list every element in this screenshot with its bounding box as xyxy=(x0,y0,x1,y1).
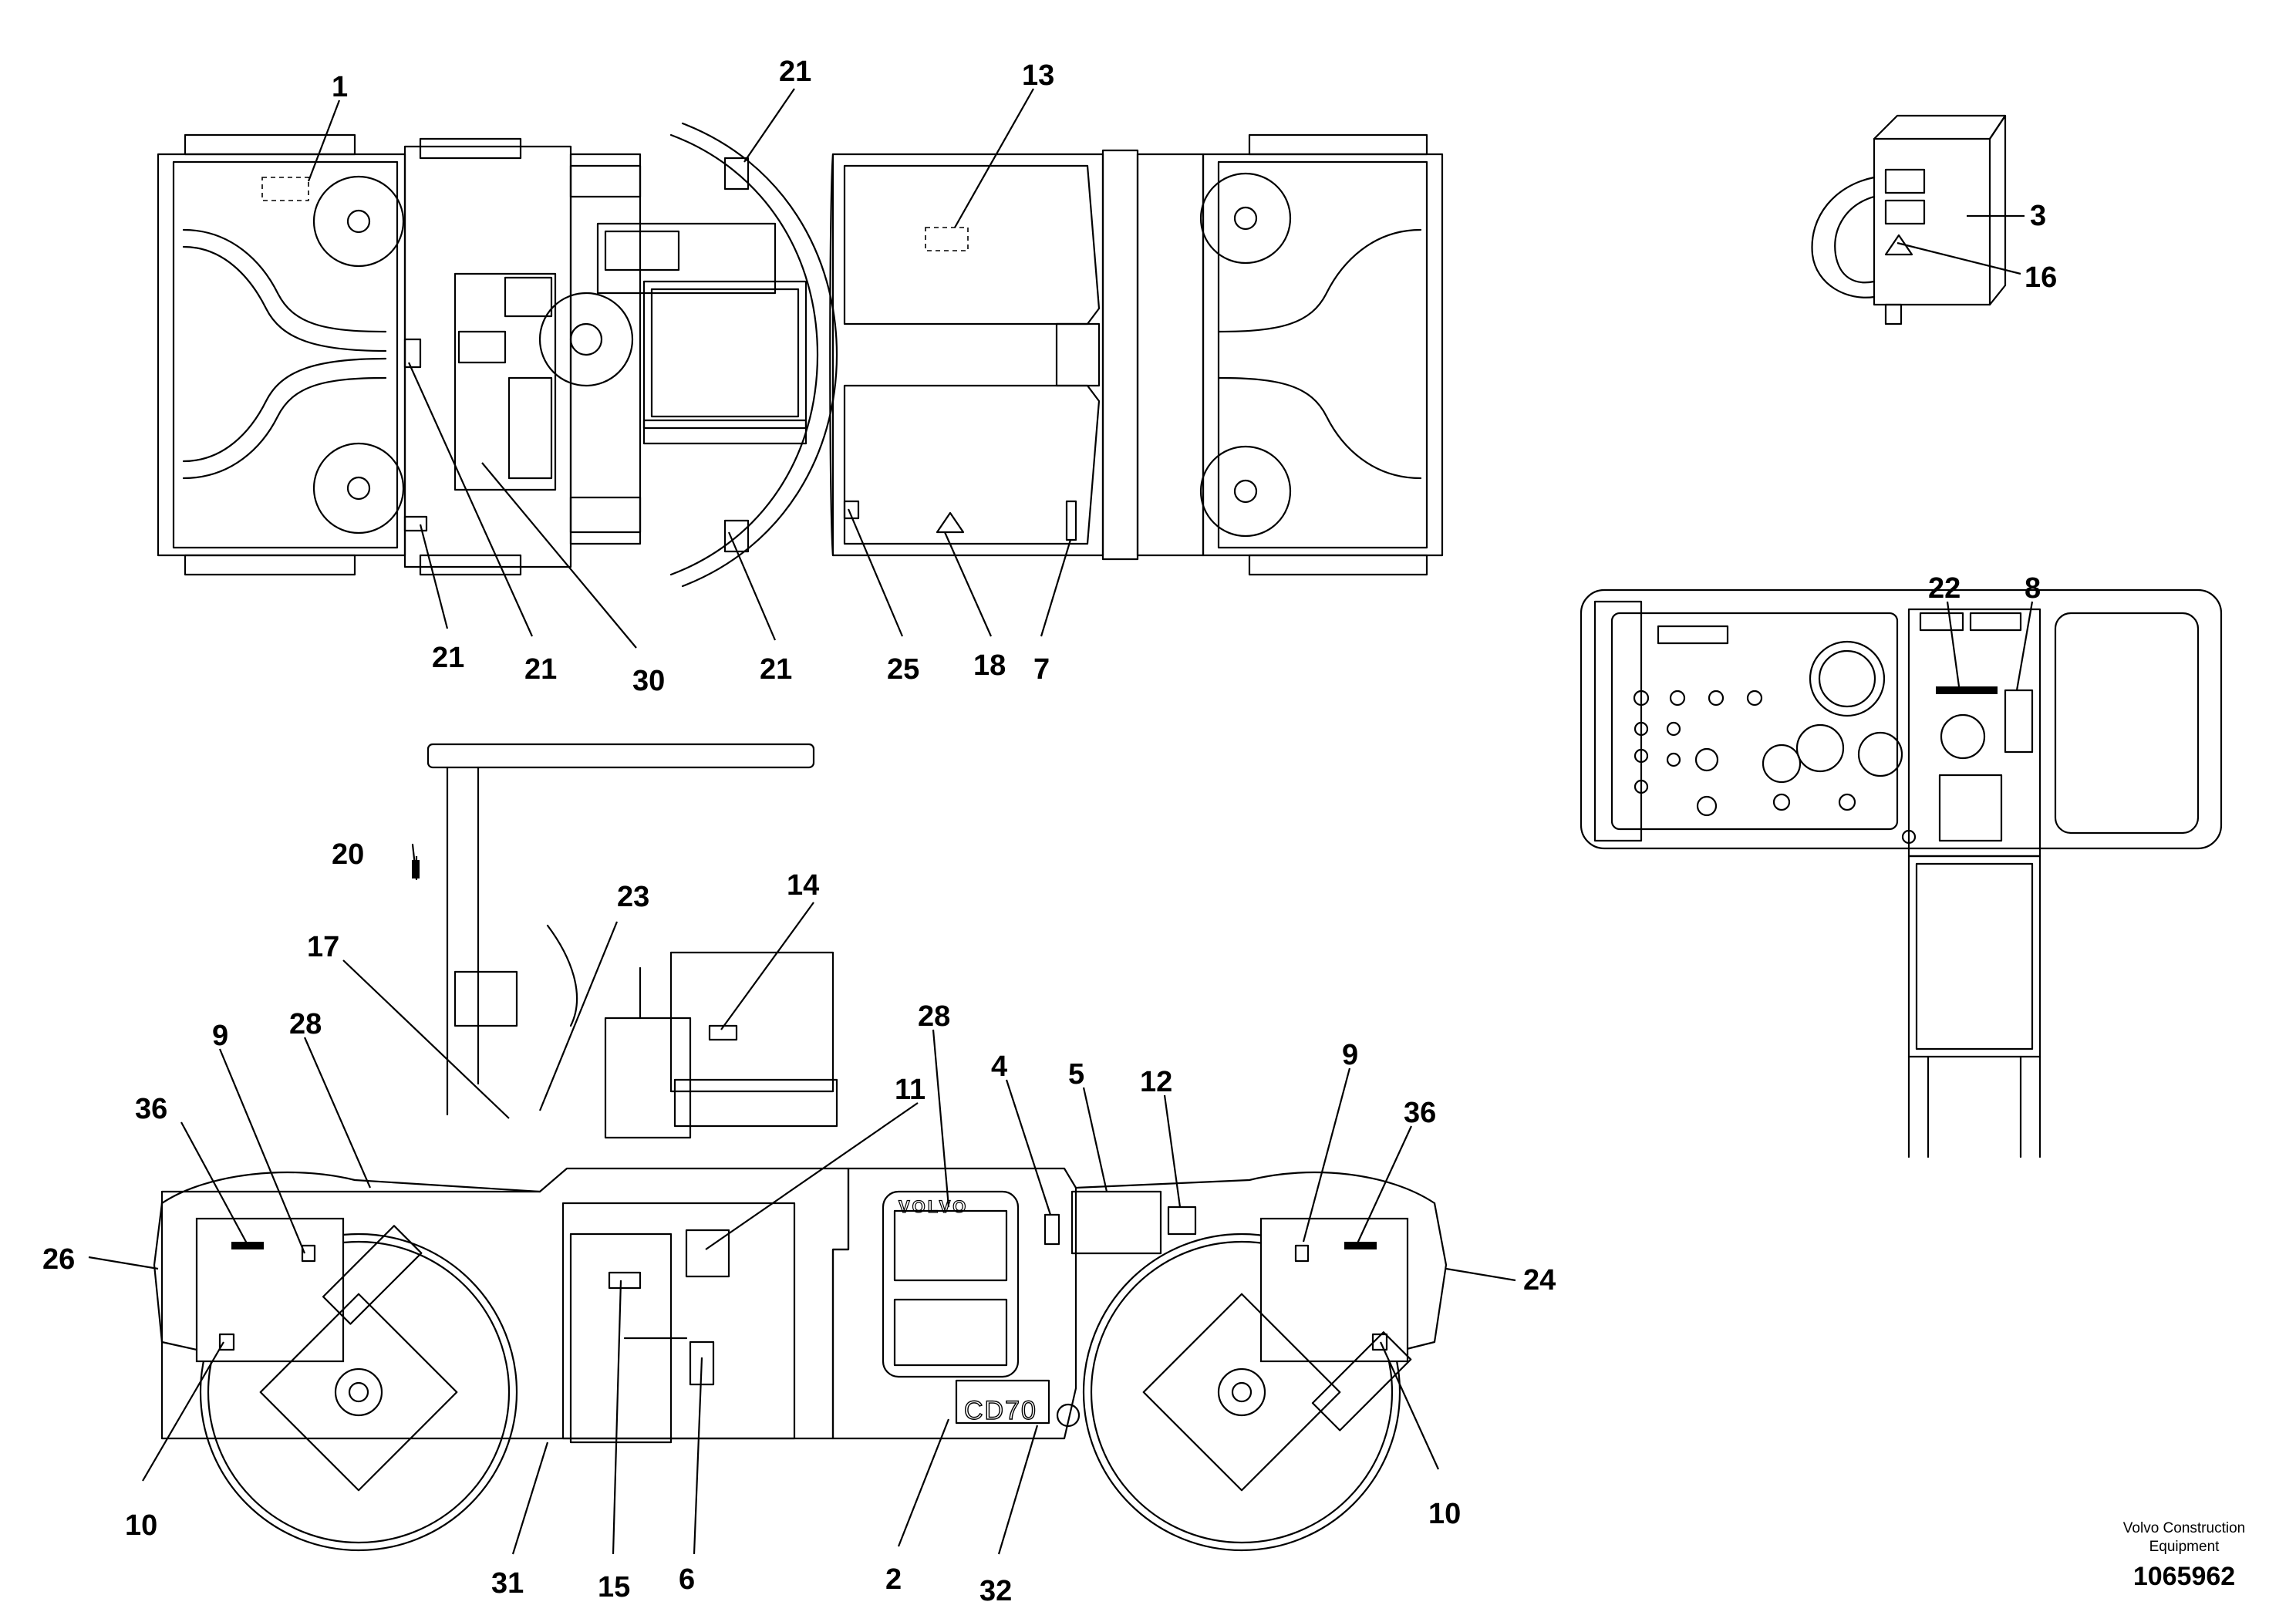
callout-label: 21 xyxy=(432,642,464,674)
callout-label: 13 xyxy=(1022,59,1054,92)
battery-box-detail xyxy=(1811,114,2007,325)
callout-label: 3 xyxy=(2030,200,2046,232)
machine-model-text: CD70 xyxy=(964,1396,1037,1425)
callout-label: 21 xyxy=(779,56,811,88)
callout-label: 28 xyxy=(918,1000,950,1033)
callout-label: 10 xyxy=(125,1509,157,1542)
callout-label: 18 xyxy=(973,649,1006,682)
credit-line-1: Volvo Construction xyxy=(2123,1520,2245,1536)
callout-label: 21 xyxy=(524,653,557,686)
callout-label: 28 xyxy=(289,1008,322,1040)
machine-brand-text: VOLVO xyxy=(899,1197,968,1216)
callout-label: 20 xyxy=(332,838,364,871)
callout-label: 16 xyxy=(2025,261,2057,294)
callout-label: 12 xyxy=(1140,1066,1172,1098)
callout-label: 15 xyxy=(598,1571,630,1603)
callout-label: 32 xyxy=(979,1575,1012,1607)
callout-label: 31 xyxy=(491,1567,524,1600)
callout-label: 24 xyxy=(1523,1264,1556,1297)
callout-label: 11 xyxy=(895,1074,925,1106)
callout-label: 4 xyxy=(991,1050,1007,1083)
top-view xyxy=(157,122,1444,588)
callout-label: 9 xyxy=(1342,1039,1358,1071)
callout-label: 17 xyxy=(307,931,339,963)
callout-label: 1 xyxy=(332,71,348,103)
callout-label: 36 xyxy=(135,1093,167,1125)
callout-label: 21 xyxy=(760,653,792,686)
document-number: 1065962 xyxy=(2133,1562,2235,1591)
callout-label: 30 xyxy=(632,665,665,697)
callout-label: 23 xyxy=(617,881,649,913)
callout-label: 26 xyxy=(42,1243,75,1276)
callout-label: 8 xyxy=(2025,572,2041,605)
callout-label: 22 xyxy=(1928,572,1961,605)
title-block: Volvo Construction Equipment 1065962 xyxy=(2123,1520,2245,1591)
callouts: 1 21 13 3 16 21 21 30 21 25 18 7 22 8 20… xyxy=(42,56,2057,1607)
callout-label: 9 xyxy=(212,1020,228,1052)
callout-label: 6 xyxy=(679,1563,695,1596)
dashboard-detail xyxy=(1580,588,2223,1158)
callout-label: 14 xyxy=(787,869,819,902)
callout-label: 10 xyxy=(1428,1498,1461,1530)
leader-lines xyxy=(88,88,2034,1555)
callout-label: 5 xyxy=(1068,1058,1084,1091)
side-view: VOLVO CD70 xyxy=(153,743,1448,1552)
callout-label: 36 xyxy=(1404,1097,1436,1129)
credit-line-2: Equipment xyxy=(2149,1539,2220,1555)
callout-label: 25 xyxy=(887,653,919,686)
callout-label: 2 xyxy=(885,1563,902,1596)
callout-label: 7 xyxy=(1033,653,1050,686)
